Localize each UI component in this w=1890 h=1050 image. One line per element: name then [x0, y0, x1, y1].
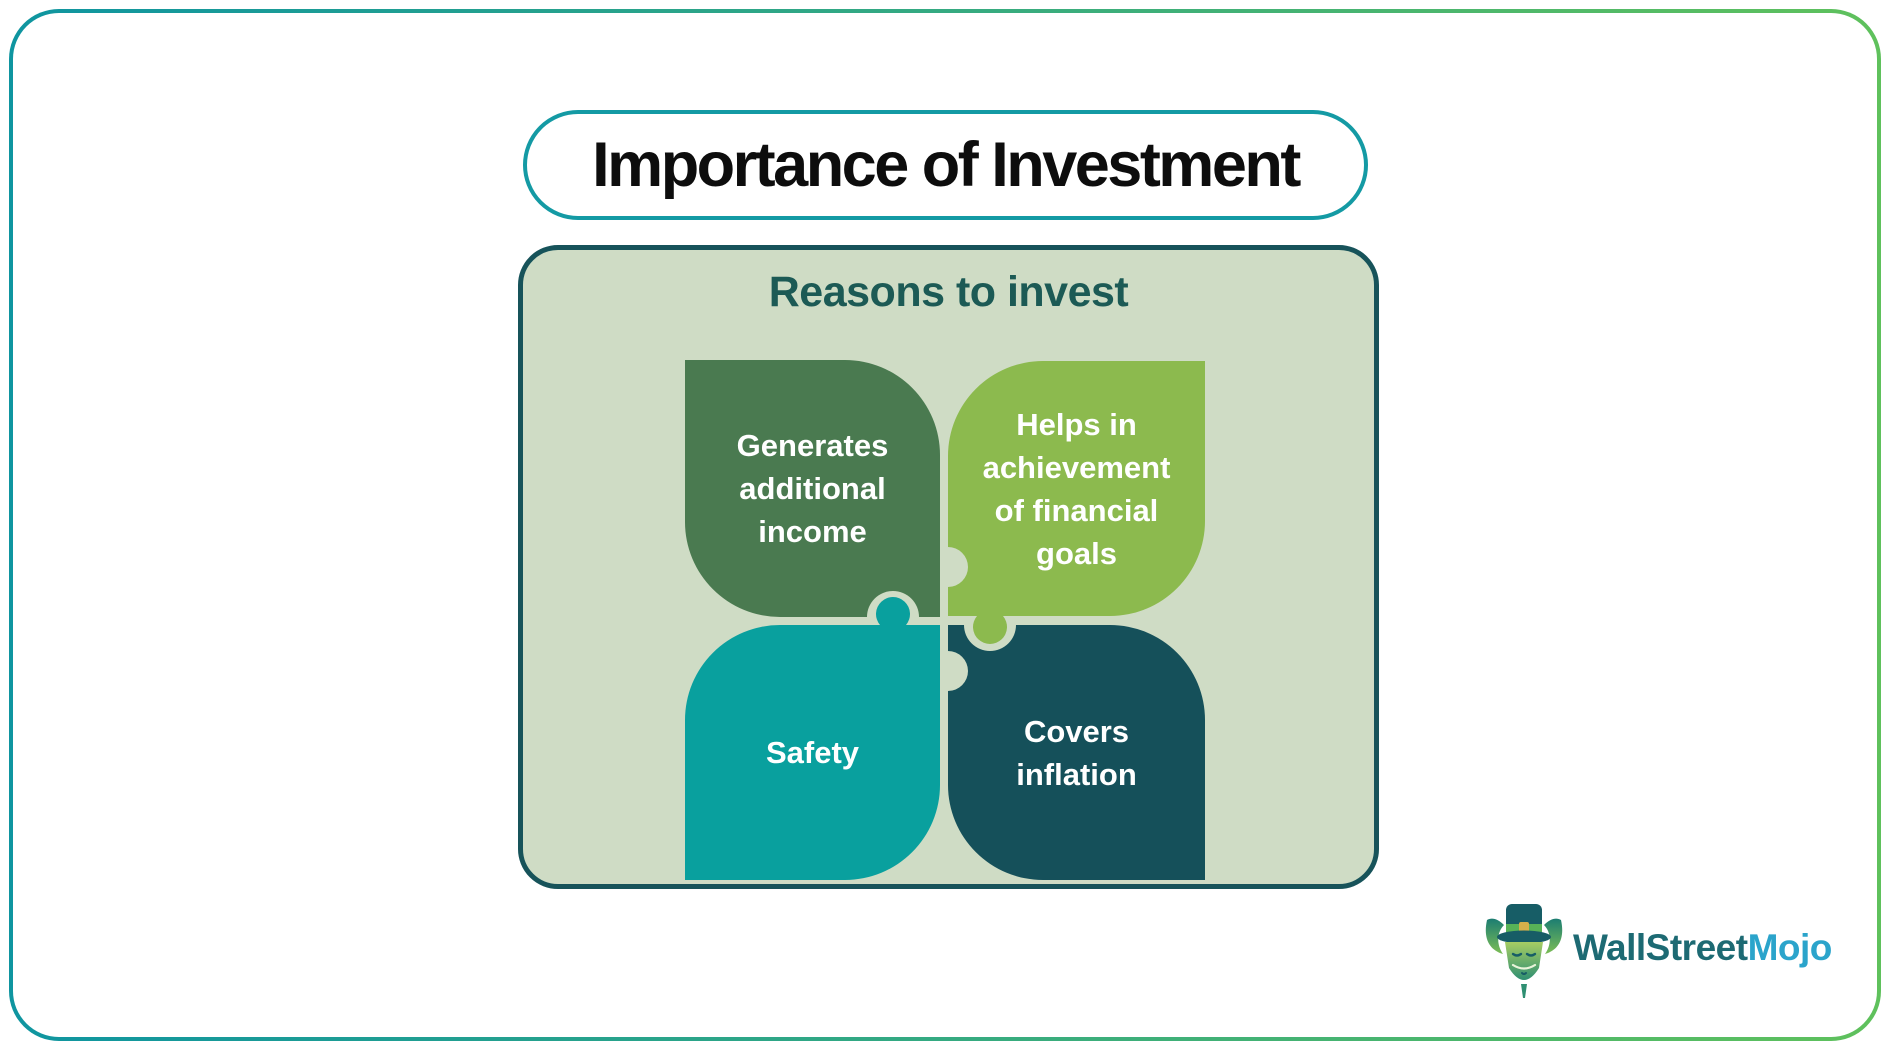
label-covers-inflation: Covers inflation [948, 625, 1205, 880]
puzzle-piece-covers-inflation [948, 625, 1205, 880]
page-title: Importance of Investment [592, 130, 1301, 200]
label-financial-goals: Helps in achievement of financial goals [948, 361, 1205, 616]
wallstreetmojo-logo[interactable]: WallStreetMojo [1484, 898, 1832, 998]
label-generates-income: Generates additional income [685, 360, 940, 617]
puzzle-diagram [685, 360, 1205, 880]
label-line: income [758, 514, 867, 549]
label-line: additional [739, 471, 886, 506]
label-line: Helps in [1016, 406, 1137, 442]
label-line: Generates [736, 428, 889, 463]
label-line: of financial [994, 492, 1159, 528]
bull-mascot-icon [1485, 904, 1563, 998]
logo-wordmark: WallStreetMojo [1573, 927, 1832, 969]
puzzle-piece-generates-income [685, 360, 940, 617]
label-line: Safety [765, 735, 860, 770]
reasons-panel: Reasons to invest Generates additional i… [518, 245, 1379, 889]
title-banner: Importance of Investment [523, 110, 1368, 220]
puzzle-piece-financial-goals [948, 361, 1205, 644]
logo-text-mojo: Mojo [1747, 927, 1833, 968]
label-line: achievement [982, 449, 1171, 485]
label-line: goals [1036, 535, 1117, 571]
label-line: Covers [1023, 713, 1130, 749]
label-line: inflation [1016, 756, 1137, 792]
logo-text-wallstreet: WallStreet [1573, 927, 1748, 968]
panel-heading: Reasons to invest [768, 268, 1129, 316]
puzzle-piece-safety [685, 597, 940, 880]
label-safety: Safety [685, 625, 940, 880]
